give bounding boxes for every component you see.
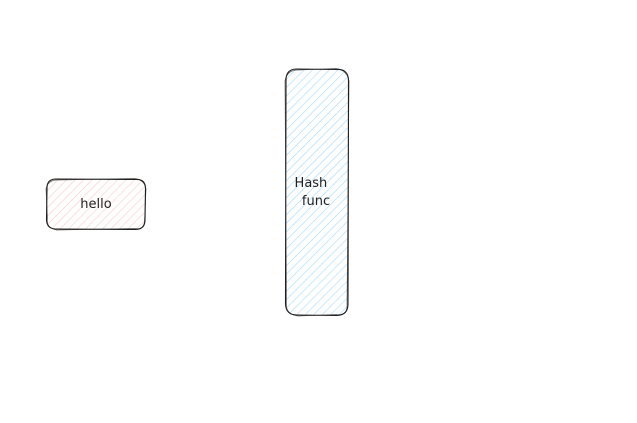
hash-func-box-label: Hash func — [295, 176, 332, 209]
hash-func-box[interactable]: Hash func — [284, 68, 350, 317]
hash-func-label-line-1: Hash — [295, 176, 328, 191]
hello-box-label: hello — [80, 197, 111, 212]
hello-box-border-sketch — [45, 178, 147, 231]
hello-box-fill — [47, 179, 145, 229]
hello-box[interactable]: hello — [45, 178, 147, 231]
hash-func-box-fill — [286, 69, 348, 315]
hash-func-label-line-2: func — [302, 194, 330, 209]
hash-func-box-border-sketch — [284, 68, 350, 317]
